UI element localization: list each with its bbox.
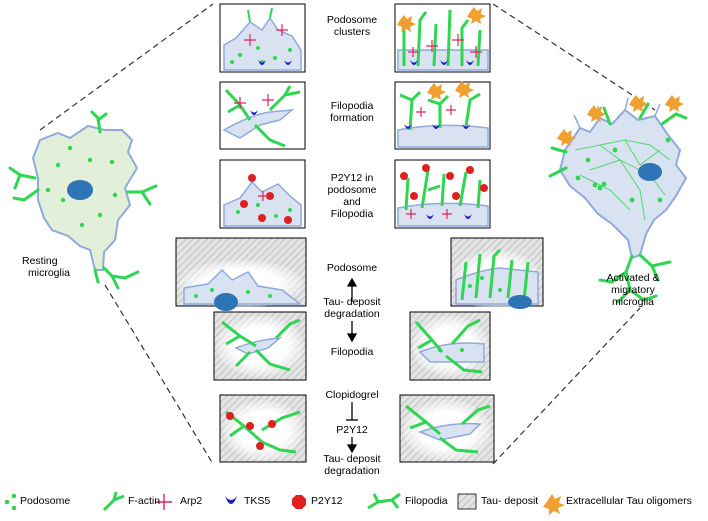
label-p2y12-line2: podosome xyxy=(327,184,377,196)
resting-microglia xyxy=(8,110,158,290)
legend-filopodia-label: Filopodia xyxy=(405,495,448,507)
label-filopodia-formation-line2: formation xyxy=(330,112,374,124)
label-p2y12-short: P2Y12 xyxy=(336,424,368,436)
panel-p2y12-left xyxy=(219,159,306,229)
label-filopodia: Filopodia xyxy=(330,346,374,358)
legend-tau-oligomers-label: Extracellular Tau oligomers xyxy=(566,495,692,507)
panel-filopodia-left xyxy=(219,81,306,150)
label-tau-deposit-degradation-2: Tau- deposit degradation xyxy=(312,453,392,477)
label-podosome: Podosome xyxy=(326,262,378,274)
legend-f-actin-icon xyxy=(102,491,125,512)
legend-tau-deposit-icon xyxy=(457,493,477,510)
legend-filopodia-icon xyxy=(367,492,401,510)
label-p2y12-line4: Filopodia xyxy=(330,208,374,220)
activated-label-line2: migratory xyxy=(611,284,655,296)
activated-label-line1: Activated & xyxy=(606,272,660,284)
panel-podosome-right xyxy=(394,3,491,73)
resting-microglia-label: Resting microglia xyxy=(22,255,70,279)
resting-label-line1: Resting xyxy=(22,255,58,267)
label-p2y12-line1: P2Y12 in xyxy=(330,172,374,184)
panel-tau-p2y12-right xyxy=(399,394,495,463)
label-tau-deposit-degradation-1: Tau- deposit degradation xyxy=(312,296,392,320)
panel-podosome-left xyxy=(219,3,306,73)
label-p2y12-in-podosome: P2Y12 in podosome and Filopodia xyxy=(312,172,392,220)
label-p2y12-line3: and xyxy=(343,196,361,208)
legend-icons xyxy=(4,491,565,515)
legend-tau-oligomer-icon xyxy=(543,494,565,515)
panel-tau-filopodia-right xyxy=(409,311,491,381)
legend-arp2-icon xyxy=(156,494,172,510)
panel-tau-filopodia-left xyxy=(213,311,307,381)
label-podosome-clusters-line1: Podosome xyxy=(326,14,378,26)
label-tau-degradation-1-line1: Tau- deposit xyxy=(323,296,381,308)
legend-p2y12-icon xyxy=(292,495,306,509)
activated-label-line3: microglia xyxy=(611,296,654,308)
activated-microglia-label: Activated & migratory microglia xyxy=(598,272,668,308)
dashed-connectors xyxy=(39,3,656,465)
panel-filopodia-right xyxy=(394,81,491,150)
center-arrows xyxy=(346,277,358,454)
legend-p2y12-label: P2Y12 xyxy=(311,495,343,507)
panel-tau-podosome-left xyxy=(175,237,307,311)
label-podosome-clusters-line2: clusters xyxy=(333,26,371,38)
legend-f-actin-label: F-actin xyxy=(128,495,161,507)
label-clopidogrel: Clopidogrel xyxy=(325,389,379,401)
panel-tau-p2y12-left xyxy=(219,394,307,463)
resting-label-line2: microglia xyxy=(28,267,71,279)
label-filopodia-formation: Filopodia formation xyxy=(312,100,392,124)
legend-tks5-icon xyxy=(225,496,237,504)
label-tau-degradation-2-line1: Tau- deposit xyxy=(323,453,381,465)
label-tau-degradation-2-line2: degradation xyxy=(324,465,380,477)
panel-p2y12-right xyxy=(394,159,491,229)
panel-tau-podosome-right xyxy=(450,237,544,310)
legend-podosome-label: Podosome xyxy=(20,495,71,507)
activated-microglia xyxy=(548,95,688,304)
legend-arp2-label: Arp2 xyxy=(180,495,203,507)
legend-tks5-label: TKS5 xyxy=(244,495,271,507)
legend-tau-deposit-label: Tau- deposit xyxy=(481,495,539,507)
label-tau-degradation-1-line2: degradation xyxy=(324,308,380,320)
label-filopodia-formation-line1: Filopodia xyxy=(330,100,374,112)
label-podosome-clusters: Podosome clusters xyxy=(312,14,392,38)
legend-podosome-icon xyxy=(4,493,17,511)
